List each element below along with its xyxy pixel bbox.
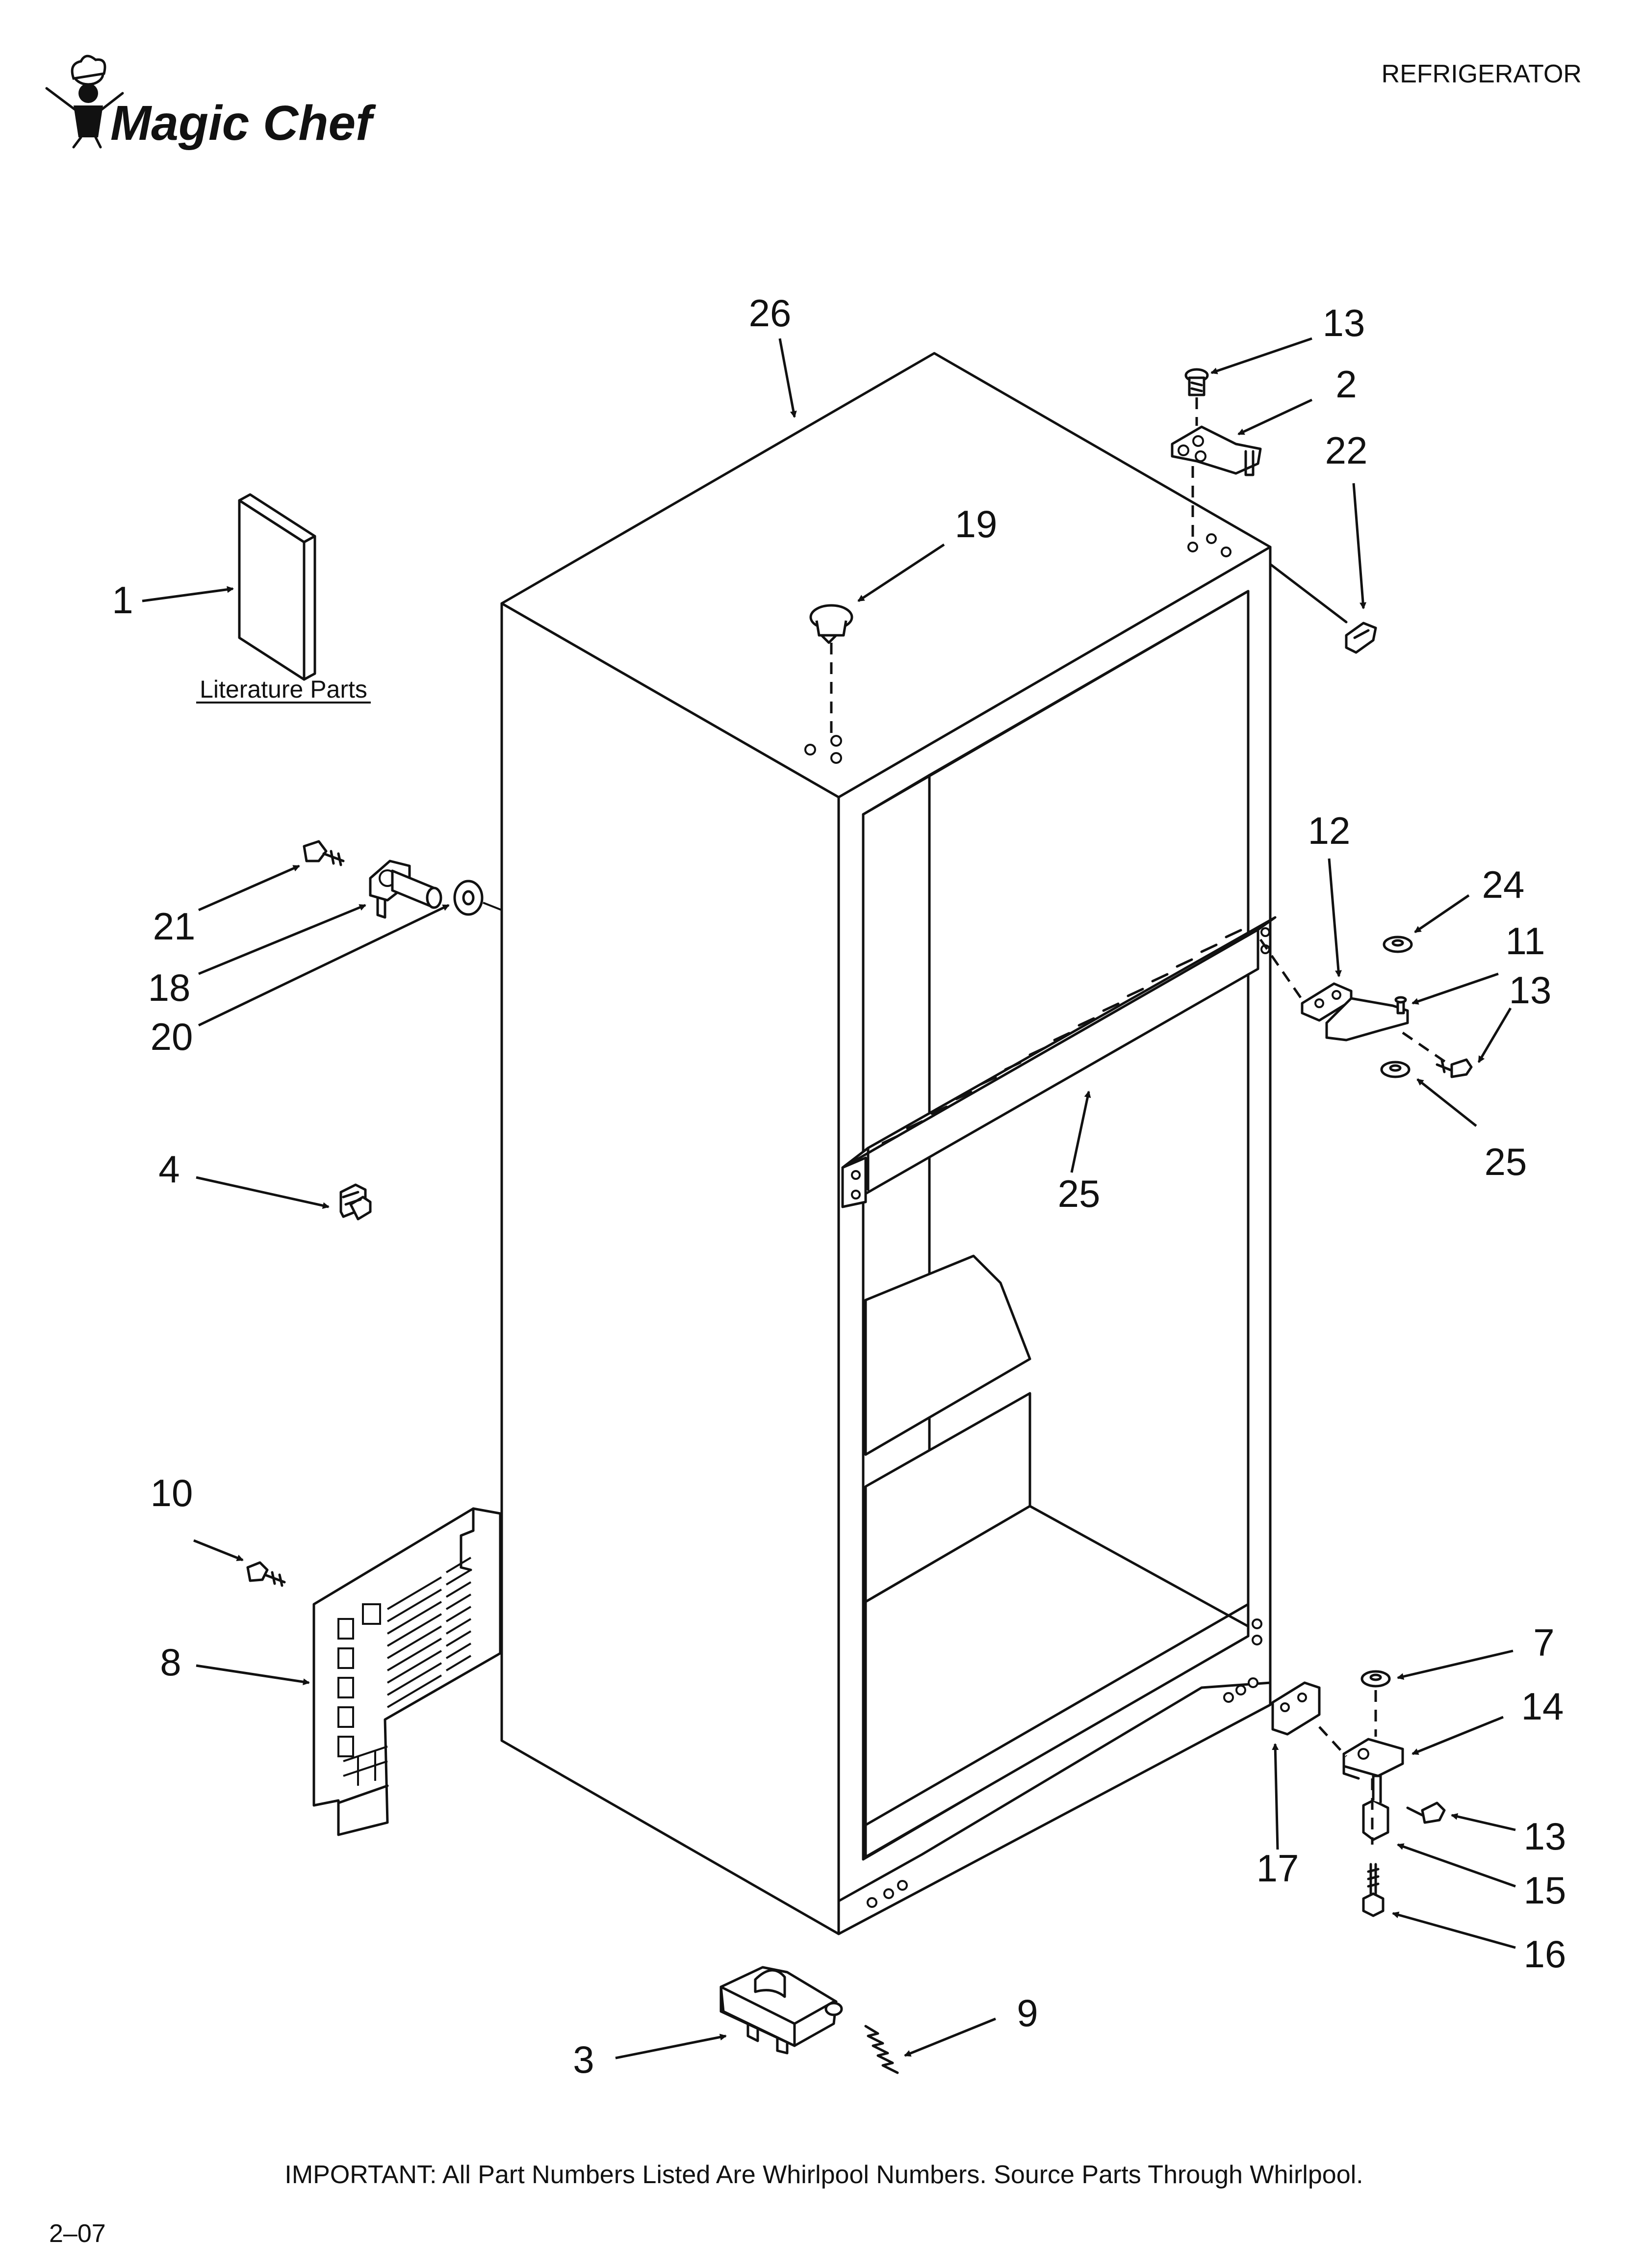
callout-22: 22 [1325, 429, 1368, 472]
callout-13-mid: 13 [1509, 968, 1552, 1012]
callout-17: 17 [1257, 1847, 1299, 1890]
bottom-hinge [1342, 1738, 1404, 1780]
callout-7: 7 [1533, 1621, 1554, 1664]
footer-note: IMPORTANT: All Part Numbers Listed Are W… [284, 2161, 1363, 2189]
hinge-pin [1362, 1774, 1389, 1841]
callout-18: 18 [148, 966, 191, 1009]
callout-24: 25 [1485, 1140, 1527, 1183]
callout-15: 15 [1524, 1869, 1566, 1912]
callout-10: 10 [151, 1471, 193, 1514]
top-hinge [1171, 425, 1262, 476]
hinge-cap-top [1345, 622, 1377, 654]
chef-mascot-icon [45, 54, 124, 149]
category-title: REFRIGERATOR [1382, 60, 1582, 88]
washer-lower [1380, 1061, 1411, 1078]
cam-spring [864, 2025, 899, 2074]
callout-2: 2 [1335, 363, 1357, 406]
callout-1: 1 [112, 578, 133, 622]
vent-slots [337, 1557, 472, 1786]
callout-9: 9 [1017, 1991, 1038, 2034]
hinge-screw-bottom [1406, 1801, 1446, 1824]
refrigerator-cabinet [500, 352, 1272, 1935]
washer-upper [1383, 936, 1413, 953]
callout-19: 19 [955, 502, 998, 546]
callout-14: 14 [1521, 1685, 1564, 1728]
callout-20: 20 [151, 1015, 193, 1058]
center-mullion [841, 916, 1277, 1208]
callout-16: 16 [1524, 1932, 1566, 1976]
callout-23: 24 [1482, 863, 1525, 906]
literature-label: Literature Parts [200, 676, 367, 703]
leveling-screw [1362, 1863, 1385, 1917]
hinge-screw-left [303, 840, 345, 866]
literature-book [238, 493, 316, 681]
panel-screw [246, 1561, 286, 1587]
brand-logo: Magic Chef [45, 54, 376, 151]
wire-clip [339, 1183, 372, 1221]
hinge-pin-left [369, 860, 442, 919]
callout-4: 4 [158, 1147, 180, 1191]
callout-3: 3 [573, 2038, 594, 2081]
callout-11: 11 [1506, 919, 1545, 963]
pin-bushing [453, 880, 484, 916]
hinge-screw-center [1436, 1058, 1473, 1078]
callout-26: 26 [749, 291, 792, 335]
callout-8: 8 [160, 1641, 181, 1684]
callout-13-top: 13 [1323, 301, 1365, 344]
brand-name: Magic Chef [110, 96, 376, 151]
center-hinge [1325, 996, 1409, 1042]
machine-compartment-panel [312, 1507, 502, 1836]
callout-13-low: 13 [1524, 1815, 1566, 1858]
plug-button [809, 604, 853, 644]
door-stop-cam [719, 1966, 843, 2055]
callout-21: 21 [153, 905, 196, 948]
hinge-shim-bottom [1271, 1681, 1321, 1736]
page-code: 2–07 [49, 2219, 106, 2248]
callout-12: 12 [1308, 809, 1351, 852]
hinge-screw-top [1184, 368, 1209, 396]
washer-bottom [1360, 1670, 1391, 1688]
callout-25: 25 [1058, 1172, 1101, 1215]
